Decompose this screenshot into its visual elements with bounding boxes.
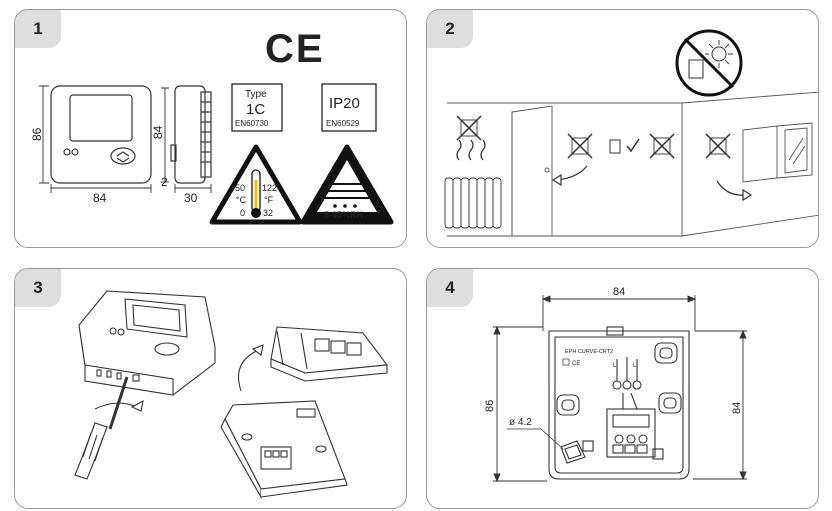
no-direct-sunlight-icon [675,29,743,97]
panel-number: 2 [427,10,473,48]
ce-mark: CE [265,27,325,71]
cross-mark-icon [456,115,482,141]
panel-1: 1 86 84 84 2 [14,9,407,248]
dim-width-label: 84 [93,191,107,205]
screwdriver-icon [74,376,129,480]
temp-f-unit: °F [264,195,274,205]
hole-leader-line [507,428,564,450]
plate-ce-label: CE [572,361,580,367]
cross-mark-icon [705,133,731,159]
dim-width-label: 84 [613,286,625,298]
thermostat-open-illustration [220,326,389,500]
dim-height-label: 86 [30,127,44,141]
panel-number: 3 [15,269,61,307]
cross-mark-icon [567,133,593,159]
panel-number: 1 [15,10,61,48]
back-plate-outline [548,326,690,480]
type-label: Type [245,89,267,100]
panel-2: 2 [426,9,819,248]
panel-1-drawing: 86 84 84 2 30 CE Type 1C EN60730 [30,27,394,225]
temp-c-unit: °C [236,195,247,205]
humidity-range: 5-95%RH [324,210,363,220]
dim-right-height-label: 84 [731,402,743,414]
ip-box [321,83,377,132]
type-value: 1C [246,101,265,118]
thermostat-closed-illustration [78,290,216,396]
panel-number: 4 [427,269,473,307]
correct-location-icon [609,138,640,154]
open-arrow-icon [237,344,264,392]
terminal-left-label: L [613,363,617,369]
right-height-dimension-line [693,329,747,481]
radiator-icon [444,177,502,229]
panel-2-drawing [444,29,818,237]
width-dimension-line [541,295,697,331]
panel-3-drawing [74,290,389,500]
cross-mark-icon [649,133,675,159]
temp-c-min: 0 [240,208,245,218]
heat-waves-icon [456,139,486,161]
double-insulation-icon [562,358,570,366]
ip-standard: EN60529 [326,119,360,128]
type-standard: EN60730 [235,119,269,128]
model-label: EPH CURVE-CRT2 [565,349,613,355]
dim-side-height-label: 84 [151,125,165,139]
left-height-dimension-line [493,325,547,483]
device-front-view [50,85,152,184]
panel-4-drawing: 84 86 84 [484,286,747,483]
dim-left-height-label: 86 [484,400,496,412]
temperature-warning-icon [209,144,303,225]
panel-3: 3 [14,268,407,509]
terminal-right-label: L [633,363,637,369]
hole-diameter-label: ø 4.2 [509,417,532,428]
device-side-view [170,85,212,184]
draft-arrow-icon [551,165,753,202]
dim-depth-label: 30 [184,191,198,205]
ip-value: IP20 [329,95,360,112]
panel-4: 4 84 86 84 [426,268,819,509]
temp-c-max: 50 [235,183,245,193]
temp-f-min: 32 [263,208,273,218]
dim-offset-label: 2 [161,175,168,189]
temp-f-max: 122 [262,183,277,193]
type-box [231,83,283,132]
humidity-warning-icon [300,144,394,225]
window-icon [742,122,813,183]
room-outline [447,91,818,237]
